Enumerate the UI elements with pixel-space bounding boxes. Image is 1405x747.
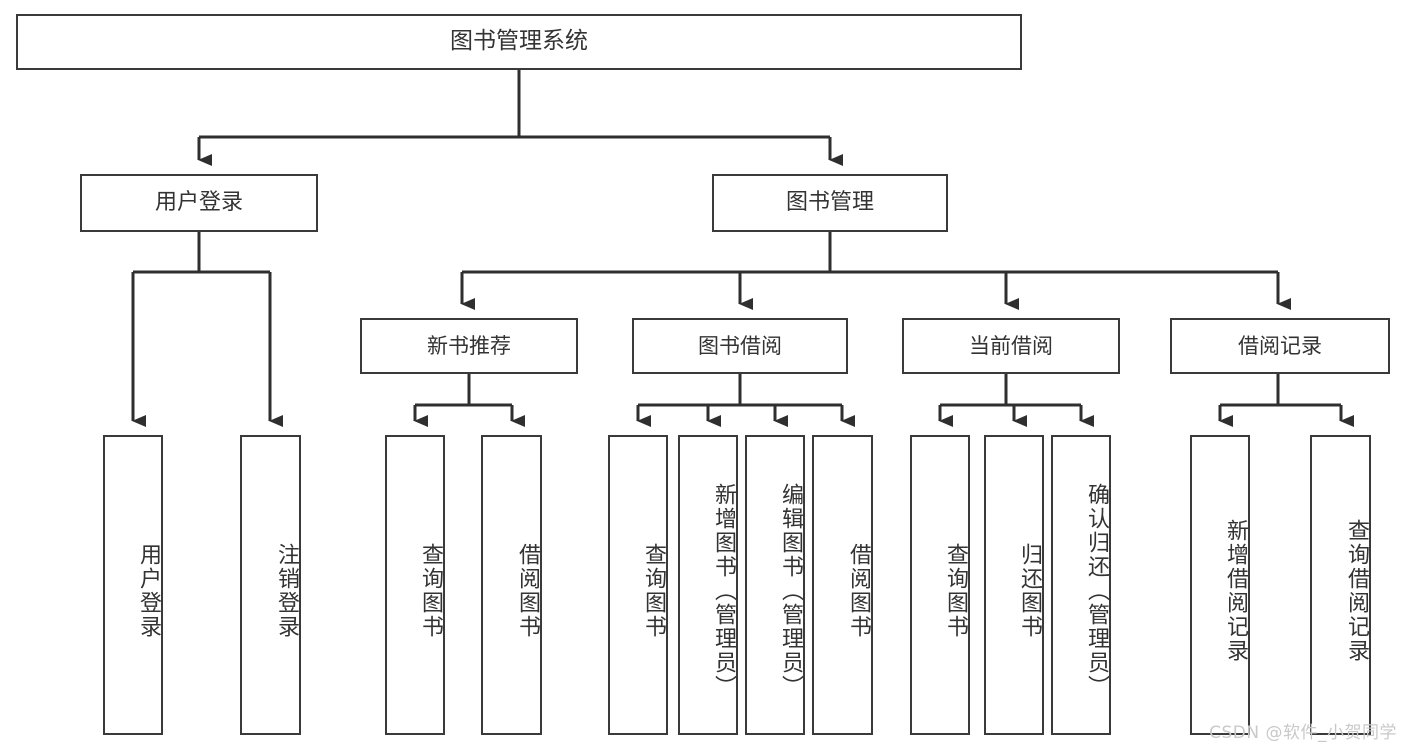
node-leaf-add-book-admin[interactable]: 新增图书（管理员） xyxy=(678,435,738,735)
node-leaf-add-borrow-record-label: 新增借阅记录 xyxy=(1223,519,1248,663)
node-leaf-confirm-return-admin-label: 确认归还（管理员） xyxy=(1084,483,1109,699)
node-root-label: 图书管理系统 xyxy=(450,28,588,55)
node-current-borrow-label: 当前借阅 xyxy=(969,333,1053,358)
node-new-book-recommend[interactable]: 新书推荐 xyxy=(360,318,578,374)
node-leaf-user-login[interactable]: 用户登录 xyxy=(103,435,163,735)
node-current-borrow[interactable]: 当前借阅 xyxy=(902,318,1120,374)
node-leaf-query-book-2[interactable]: 查询图书 xyxy=(608,435,668,735)
node-leaf-query-book-1[interactable]: 查询图书 xyxy=(385,435,445,735)
node-root[interactable]: 图书管理系统 xyxy=(16,14,1022,70)
node-leaf-query-book-3-label: 查询图书 xyxy=(943,543,968,639)
node-leaf-query-borrow-record-label: 查询借阅记录 xyxy=(1344,519,1369,663)
node-leaf-logout-label: 注销登录 xyxy=(274,543,299,639)
node-leaf-confirm-return-admin[interactable]: 确认归还（管理员） xyxy=(1051,435,1111,735)
node-leaf-borrow-book-2[interactable]: 借阅图书 xyxy=(812,435,873,735)
node-leaf-query-book-2-label: 查询图书 xyxy=(641,543,666,639)
node-borrow-record[interactable]: 借阅记录 xyxy=(1170,318,1390,374)
node-leaf-query-book-3[interactable]: 查询图书 xyxy=(910,435,970,735)
node-user-login-label: 用户登录 xyxy=(154,190,243,216)
node-leaf-borrow-book-1-label: 借阅图书 xyxy=(515,543,540,639)
node-new-book-recommend-label: 新书推荐 xyxy=(427,333,511,358)
node-leaf-edit-book-admin[interactable]: 编辑图书（管理员） xyxy=(745,435,805,735)
node-book-management-label: 图书管理 xyxy=(785,190,874,216)
node-leaf-borrow-book-2-label: 借阅图书 xyxy=(846,543,871,639)
watermark: CSDN @软件_小贺同学 xyxy=(1209,723,1397,743)
node-leaf-user-login-label: 用户登录 xyxy=(136,543,161,639)
node-user-login[interactable]: 用户登录 xyxy=(80,174,318,232)
node-leaf-return-book-label: 归还图书 xyxy=(1017,543,1042,639)
node-leaf-add-borrow-record[interactable]: 新增借阅记录 xyxy=(1190,435,1250,735)
node-leaf-query-borrow-record[interactable]: 查询借阅记录 xyxy=(1310,435,1371,735)
node-book-borrow[interactable]: 图书借阅 xyxy=(632,318,848,374)
node-leaf-borrow-book-1[interactable]: 借阅图书 xyxy=(481,435,542,735)
node-borrow-record-label: 借阅记录 xyxy=(1238,333,1322,358)
node-leaf-add-book-admin-label: 新增图书（管理员） xyxy=(711,483,736,699)
node-book-management[interactable]: 图书管理 xyxy=(712,174,948,232)
node-leaf-return-book[interactable]: 归还图书 xyxy=(984,435,1044,735)
node-leaf-query-book-1-label: 查询图书 xyxy=(418,543,443,639)
node-book-borrow-label: 图书借阅 xyxy=(698,333,782,358)
node-leaf-edit-book-admin-label: 编辑图书（管理员） xyxy=(778,483,803,699)
node-leaf-logout[interactable]: 注销登录 xyxy=(240,435,301,735)
